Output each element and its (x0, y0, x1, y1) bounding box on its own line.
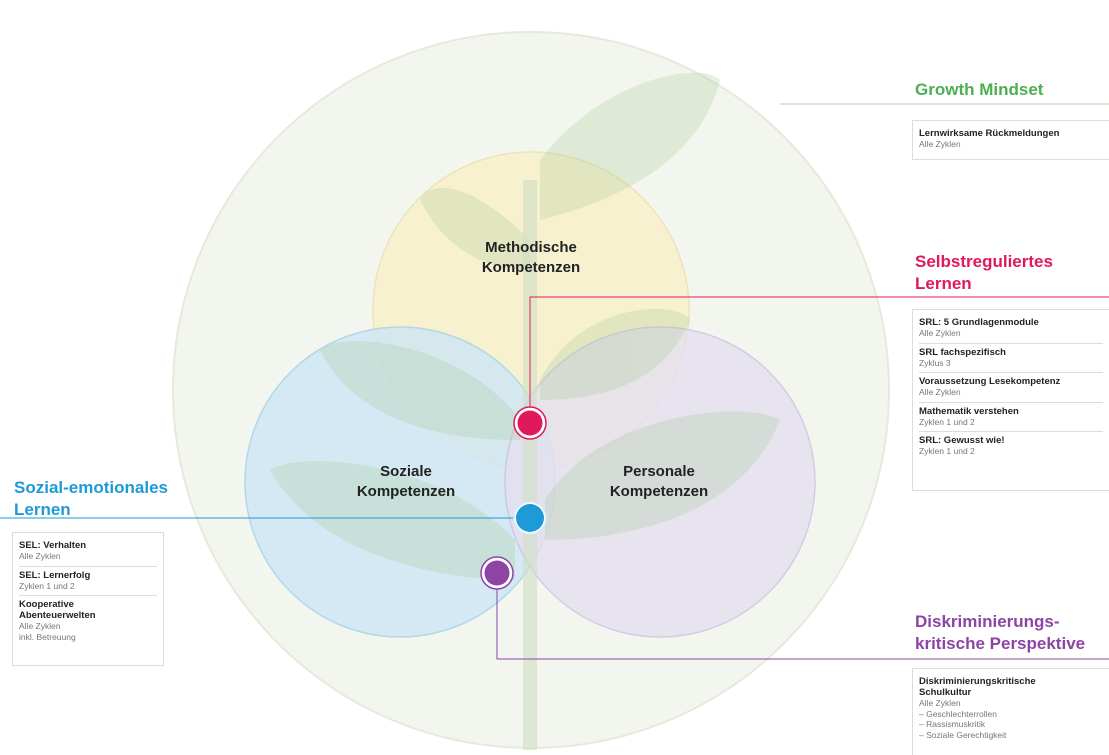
item-subtitle: Alle Zyklen (19, 551, 61, 561)
leaf-left-low (270, 461, 515, 580)
list-item: Lernwirksame Rückmeldungen Alle Zyklen (919, 125, 1103, 154)
item-subtitle: Alle Zyklen (919, 328, 961, 338)
list-item: SEL: Lernerfolg Zyklen 1 und 2 (19, 567, 157, 596)
plant-illustration (270, 72, 780, 580)
item-title: SEL: Verhalten (19, 540, 87, 551)
item-title: Diskriminierungskritische Schulkultur (919, 676, 1036, 698)
plant-stem (523, 180, 537, 750)
item-subtitle: Alle Zyklen (919, 387, 961, 397)
item-title: SEL: Lernerfolg (19, 569, 91, 581)
soziale-label: Soziale Kompetenzen (356, 463, 456, 500)
srl-heading: Selbstreguliertes Lernen (915, 252, 1053, 293)
leaf-top-left (420, 188, 530, 270)
item-subtitle: Alle Zyklen – Geschlechterrollen – Rassi… (919, 698, 1007, 740)
item-title: Voraussetzung Lesekompetenz (919, 376, 1061, 387)
leaf-right-mid (540, 308, 690, 400)
srl-box: SRL: 5 Grundlagenmodule Alle Zyklen SRL … (912, 309, 1109, 491)
item-title: Lernwirksame Rückmeldungen (919, 128, 1060, 139)
item-title: SRL: 5 Grundlagenmodule (919, 317, 1039, 328)
item-subtitle: Zyklen 1 und 2 (19, 580, 75, 591)
list-item: SEL: Verhalten Alle Zyklen (19, 537, 157, 567)
leaf-right-low (545, 411, 780, 540)
personale-circle (504, 326, 816, 638)
list-item: SRL: 5 Grundlagenmodule Alle Zyklen (919, 314, 1103, 344)
item-subtitle: Zyklen 1 und 2 (919, 446, 975, 456)
growth-mindset-box: Lernwirksame Rückmeldungen Alle Zyklen (912, 120, 1109, 160)
item-title: Kooperative Abenteuerwelten (19, 599, 96, 621)
methodische-label: Methodische Kompetenzen (481, 239, 581, 276)
item-subtitle: Zyklus 3 (919, 357, 951, 368)
sel-box: SEL: Verhalten Alle Zyklen SEL: Lernerfo… (12, 532, 164, 666)
item-subtitle: Alle Zyklen (919, 139, 961, 149)
list-item: Kooperative Abenteuerwelten Alle Zyklen … (19, 596, 157, 646)
diskr-node (480, 556, 514, 590)
growth-mindset-heading: Growth Mindset (915, 80, 1044, 99)
list-item: Mathematik verstehen Zyklen 1 und 2 (919, 403, 1103, 432)
sel-node (513, 501, 547, 535)
diskr-heading: Diskriminierungs- kritische Perspektive (915, 612, 1086, 653)
srl-node (513, 406, 547, 440)
diskr-box: Diskriminierungskritische Schulkultur Al… (912, 668, 1109, 755)
sel-heading: Sozial-emotionales Lernen (14, 478, 168, 519)
leaf-left-mid (320, 341, 520, 440)
list-item: SRL fachspezifisch Zyklus 3 (919, 344, 1103, 373)
item-subtitle: Zyklen 1 und 2 (919, 416, 975, 427)
item-title: SRL: Gewusst wie! (919, 435, 1005, 446)
personale-label: Personale Kompetenzen (609, 463, 709, 500)
list-item: Voraussetzung Lesekompetenz Alle Zyklen (919, 373, 1103, 403)
diskr-connector (496, 573, 1109, 660)
item-title: Mathematik verstehen (919, 405, 1019, 417)
list-item: SRL: Gewusst wie! Zyklen 1 und 2 (919, 432, 1103, 461)
leaf-top (540, 72, 720, 220)
list-item: Diskriminierungskritische Schulkultur Al… (919, 673, 1103, 744)
item-subtitle: Alle Zyklen inkl. Betreuung (19, 621, 76, 642)
srl-connector (529, 296, 1109, 422)
item-title: SRL fachspezifisch (919, 346, 1006, 358)
